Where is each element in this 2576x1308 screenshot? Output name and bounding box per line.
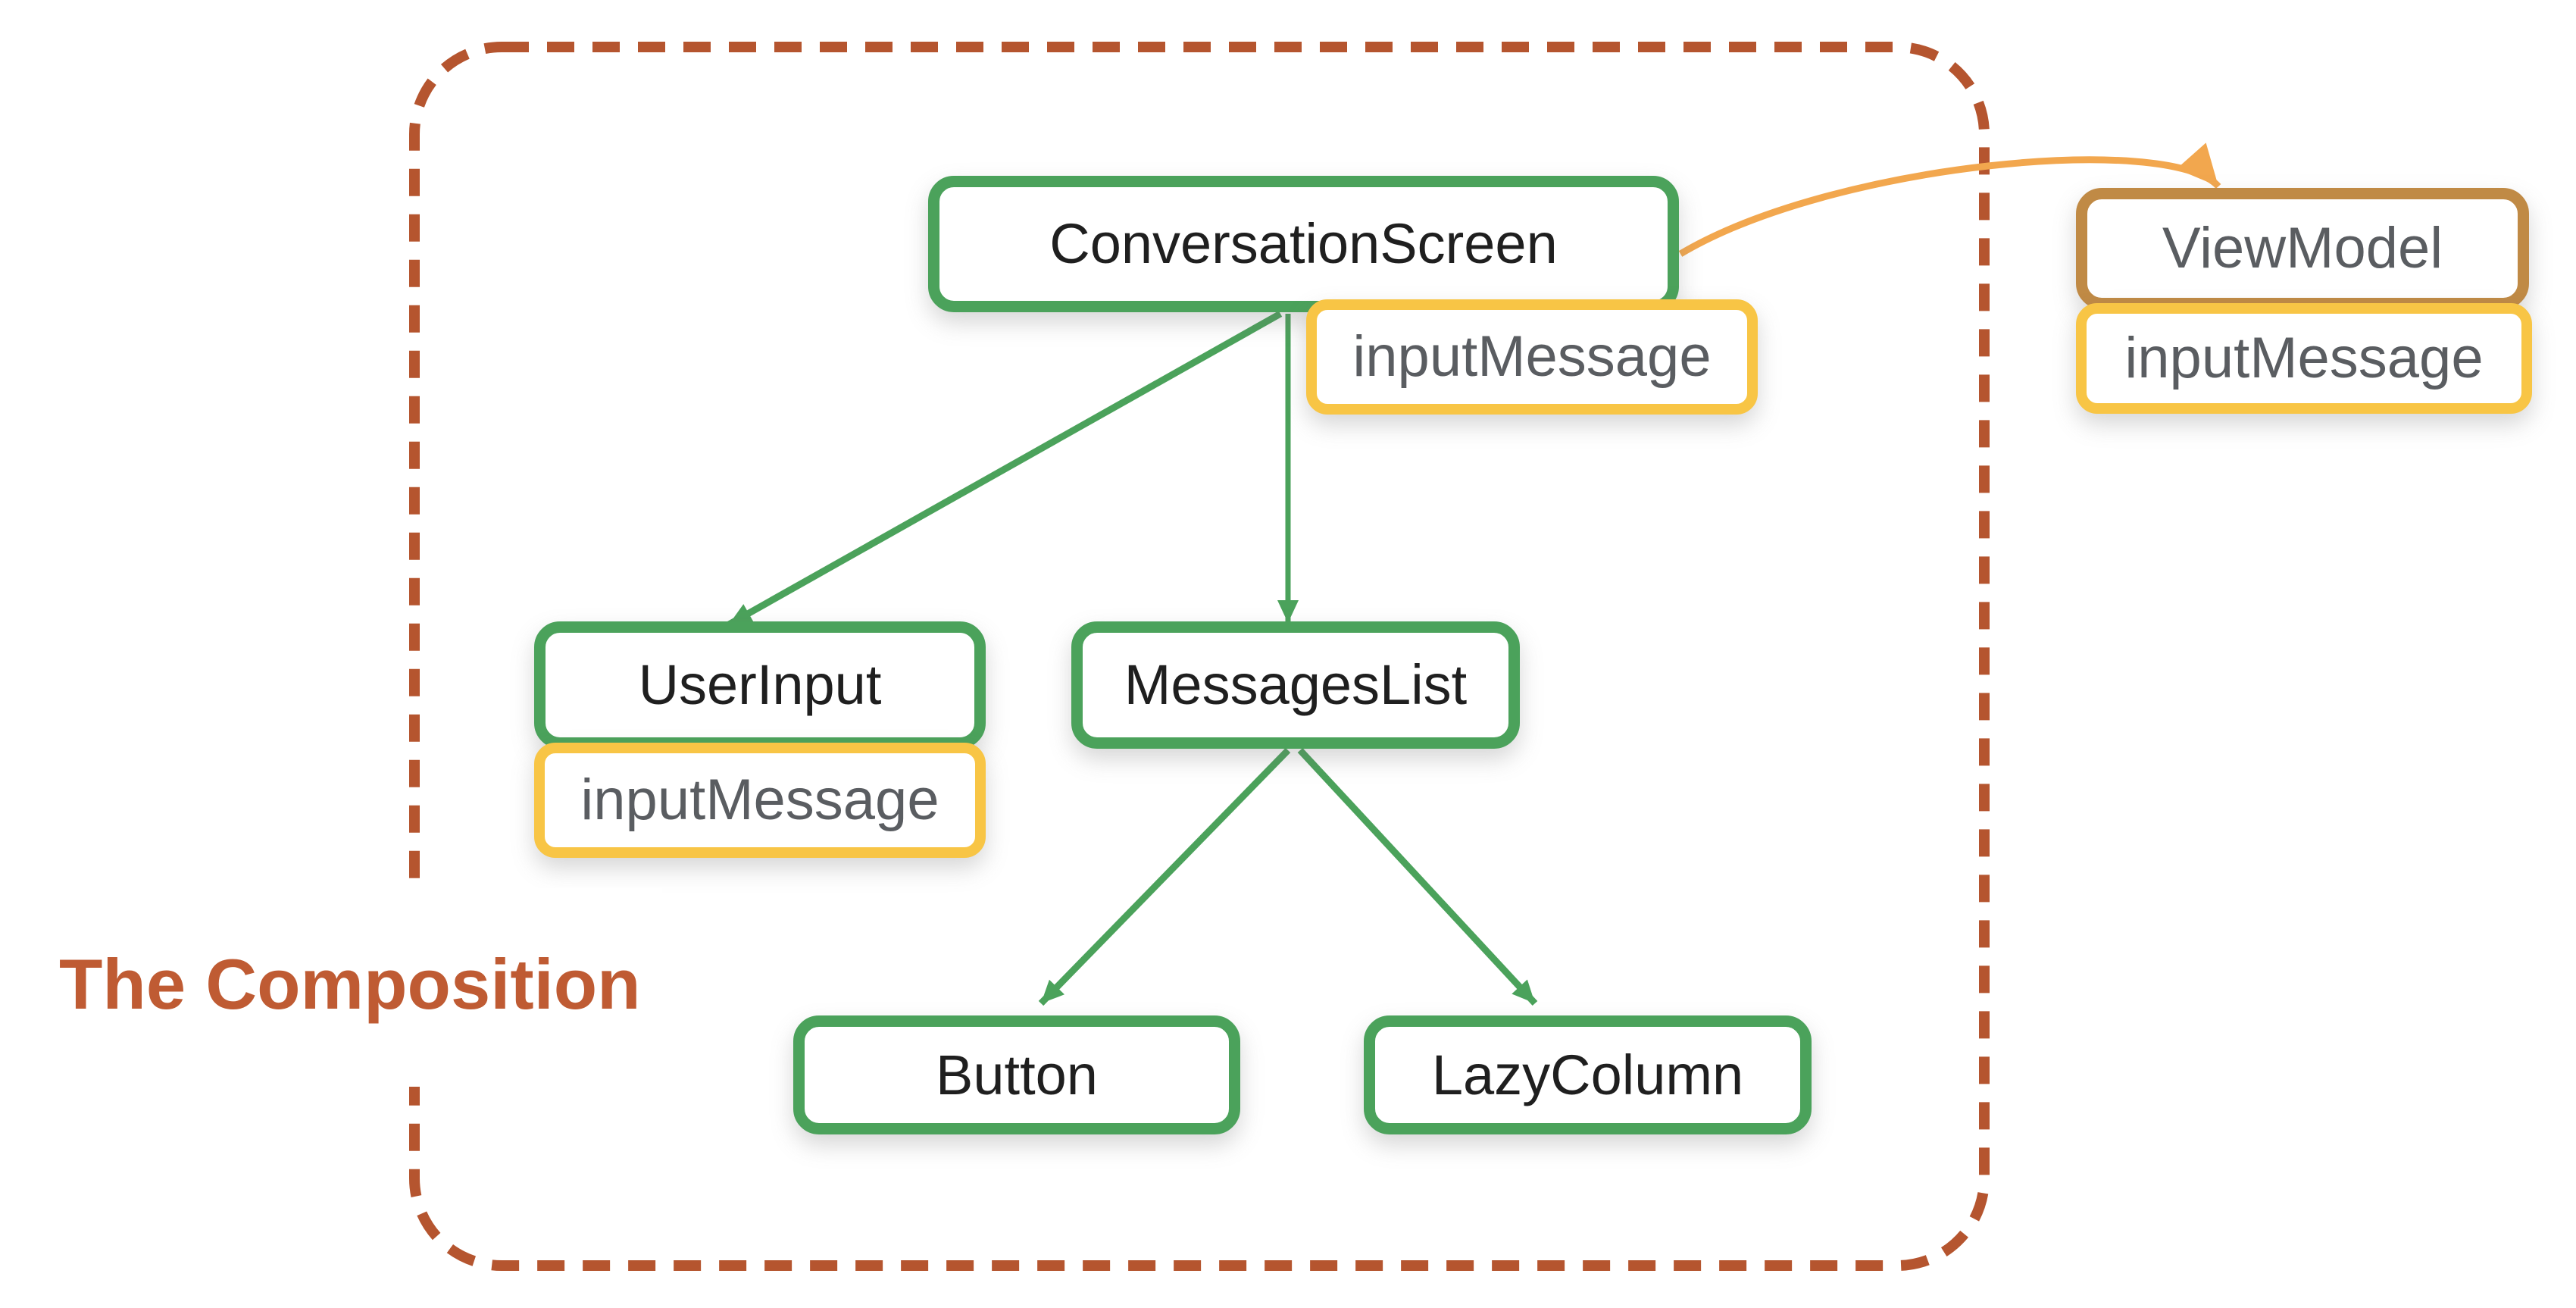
node-label: ViewModel: [2162, 216, 2443, 280]
badge-label: inputMessage: [580, 768, 939, 832]
edge-conversationscreen-viewmodel: [1678, 142, 2221, 257]
composition-boundary: [409, 42, 1990, 1271]
node-label: Button: [936, 1043, 1098, 1106]
node-label: LazyColumn: [1431, 1043, 1744, 1106]
badge-user-input-inputmessage: inputMessage: [534, 743, 986, 858]
node-conversation-screen: ConversationScreen: [928, 176, 1679, 312]
node-view-model: ViewModel: [2076, 188, 2529, 309]
node-label: ConversationScreen: [1049, 212, 1558, 275]
node-lazy-column: LazyColumn: [1364, 1015, 1812, 1134]
node-user-input: UserInput: [534, 621, 986, 749]
badge-label: inputMessage: [2124, 326, 2484, 390]
diagram-caption: The Composition: [59, 944, 641, 1024]
badge-view-model-inputmessage: inputMessage: [2076, 303, 2532, 414]
edge-conversationscreen-userinput: [727, 311, 1283, 627]
badge-label: inputMessage: [1352, 324, 1712, 389]
edge-messageslist-lazycolumn: [1297, 747, 1538, 1006]
node-label: MessagesList: [1124, 653, 1468, 716]
badge-conversation-screen-inputmessage: inputMessage: [1306, 299, 1758, 415]
diagram-caption-band: The Composition: [38, 888, 662, 1087]
node-label: UserInput: [638, 653, 882, 716]
node-button: Button: [793, 1015, 1240, 1134]
edge-messageslist-button: [1038, 747, 1291, 1006]
node-messages-list: MessagesList: [1071, 621, 1520, 749]
